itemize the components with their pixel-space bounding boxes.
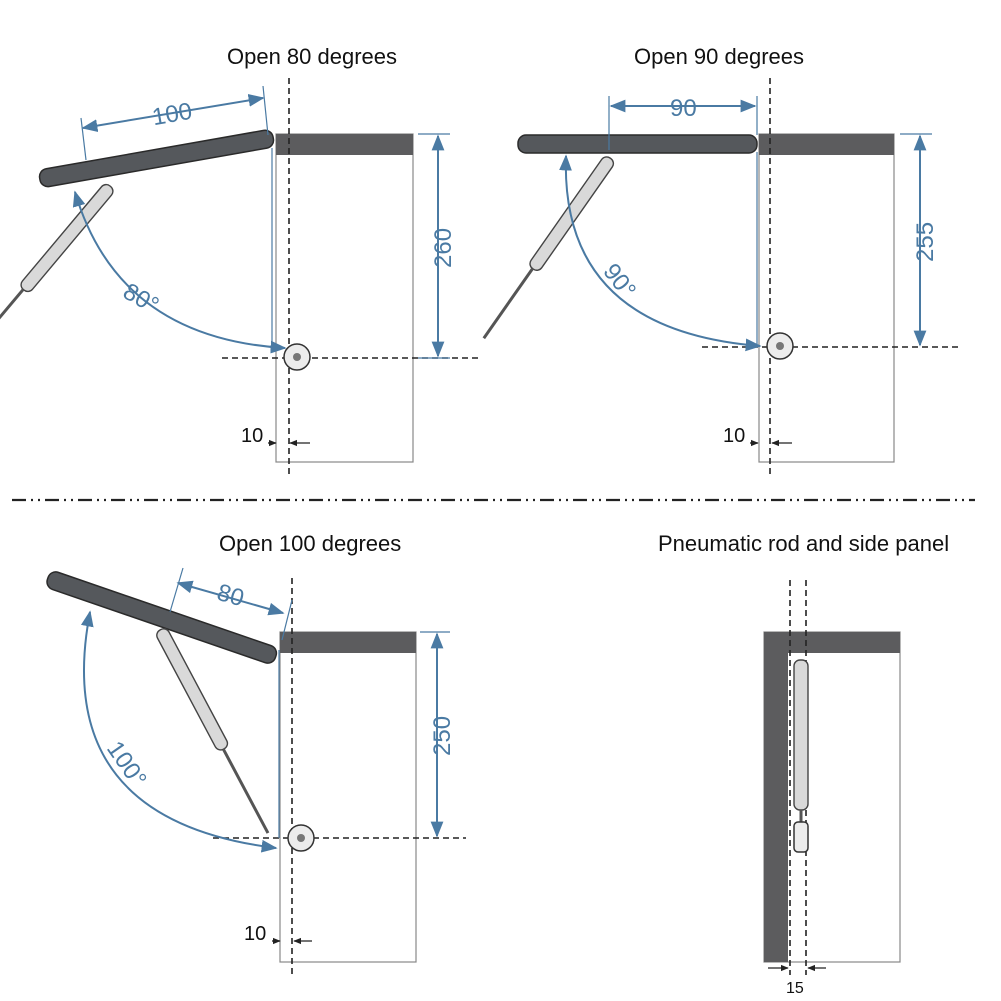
side-panel (279, 631, 417, 963)
panel-title: Pneumatic rod and side panel (658, 531, 949, 556)
gas-spring (482, 156, 615, 340)
spring-cylinder (20, 183, 114, 293)
hinge-pin-icon (293, 353, 301, 361)
panel-open-100: Open 100 degrees 80 250 100° 10 (46, 531, 466, 975)
cabinet-top (276, 134, 413, 155)
side-panel (758, 133, 895, 463)
spring-cylinder (529, 156, 615, 271)
cabinet-top (759, 134, 894, 155)
width-extension (281, 599, 293, 641)
panel-title: Open 80 degrees (227, 44, 397, 69)
hinge-pin-icon (297, 834, 305, 842)
width-extension (169, 567, 184, 613)
width-label: 90 (670, 95, 697, 122)
panel-open-80: Open 80 degrees 100 260 80° 10 (0, 44, 478, 475)
spring-cylinder (793, 659, 809, 811)
spring-piston (222, 748, 270, 834)
offset-label: 10 (241, 425, 263, 447)
panel-title: Open 100 degrees (219, 531, 401, 556)
height-label: 260 (430, 228, 457, 268)
height-label: 255 (912, 222, 939, 262)
panel-open-90: Open 90 degrees 90 255 90° 10 (482, 44, 958, 475)
angle-arc (559, 154, 762, 352)
width-dimension-line (176, 580, 285, 616)
angle-arc (81, 610, 278, 853)
width-label: 80 (214, 579, 247, 612)
width-extension (262, 85, 269, 136)
side-panel-edge (764, 632, 788, 962)
panel-side-view: Pneumatic rod and side panel 15 (658, 531, 949, 997)
width-label: 100 (150, 98, 194, 132)
cabinet-top (764, 632, 900, 653)
offset-label: 15 (786, 980, 804, 997)
width-dimension-line (81, 94, 265, 132)
height-label: 250 (429, 716, 456, 756)
offset-label: 10 (723, 425, 745, 447)
cabinet-top (280, 632, 416, 653)
side-panel (275, 133, 414, 463)
spring-piston (482, 267, 534, 340)
spring-piston (0, 288, 25, 354)
angle-label: 90° (597, 259, 641, 304)
panel-title: Open 90 degrees (634, 44, 804, 69)
width-extension (80, 117, 87, 161)
lid-door (517, 134, 758, 154)
lid-door (38, 129, 275, 188)
gas-spring (793, 659, 809, 853)
offset-label: 10 (244, 923, 266, 945)
lid-door (46, 571, 278, 664)
gas-spring (0, 183, 114, 354)
angle-arc (72, 190, 287, 354)
hinge-pin-icon (776, 342, 784, 350)
spring-bracket (793, 821, 809, 853)
